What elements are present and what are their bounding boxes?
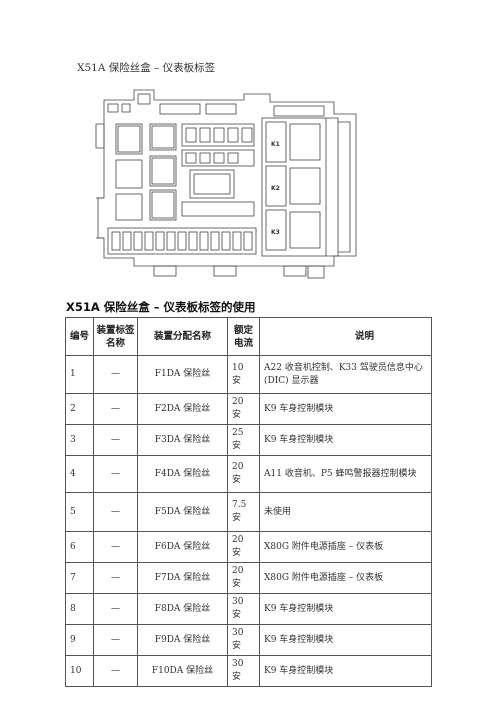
cell-rated: 20 安: [227, 562, 260, 594]
cell-label: —: [93, 655, 138, 687]
relay-k1-label: K1: [271, 141, 280, 148]
cell-rated: 30 安: [227, 593, 260, 625]
table-row: 6 — F6DA 保险丝 20 安 X80G 附件电源插座 – 仪表板: [65, 531, 432, 563]
table-row: 10 — F10DA 保险丝 30 安 K9 车身控制模块: [65, 655, 432, 687]
cell-description: A11 收音机、P5 蜂鸣警报器控制模块: [259, 455, 432, 493]
header-label: 装置标签名称: [93, 317, 138, 356]
cell-rated: 25 安: [227, 424, 260, 456]
cell-number: 2: [65, 393, 94, 425]
table-row: 4 — F4DA 保险丝 20 安 A11 收音机、P5 蜂鸣警报器控制模块: [65, 455, 432, 493]
cell-description: K9 车身控制模块: [259, 593, 432, 625]
cell-label: —: [93, 624, 138, 656]
cell-number: 7: [65, 562, 94, 594]
cell-description: K9 车身控制模块: [259, 424, 432, 456]
cell-number: 3: [65, 424, 94, 456]
fuse-box-diagram: K1 K2 K3: [95, 89, 357, 279]
cell-device: F8DA 保险丝: [137, 593, 228, 625]
table-row: 5 — F5DA 保险丝 7.5 安 未使用: [65, 492, 432, 532]
cell-description: K9 车身控制模块: [259, 393, 432, 425]
cell-number: 1: [65, 355, 94, 394]
cell-device: F1DA 保险丝: [137, 355, 228, 394]
cell-device: F2DA 保险丝: [137, 393, 228, 425]
cell-label: —: [93, 455, 138, 493]
header-rated: 额定电流: [227, 317, 260, 356]
cell-description: 未使用: [259, 492, 432, 532]
cell-description: X80G 附件电源插座 – 仪表板: [259, 531, 432, 563]
cell-device: F3DA 保险丝: [137, 424, 228, 456]
cell-label: —: [93, 562, 138, 594]
header-description: 说明: [259, 317, 432, 356]
cell-device: F10DA 保险丝: [137, 655, 228, 687]
cell-number: 6: [65, 531, 94, 563]
cell-device: F7DA 保险丝: [137, 562, 228, 594]
relay-k2-label: K2: [271, 185, 280, 192]
table-header-row: 编号 装置标签名称 装置分配名称 额定电流 说明: [65, 317, 432, 356]
cell-number: 8: [65, 593, 94, 625]
header-device: 装置分配名称: [137, 317, 228, 356]
fuse-usage-table: 编号 装置标签名称 装置分配名称 额定电流 说明 1 — F1DA 保险丝 10…: [65, 317, 432, 687]
cell-label: —: [93, 492, 138, 532]
cell-device: F6DA 保险丝: [137, 531, 228, 563]
cell-rated: 20 安: [227, 455, 260, 493]
relay-k3-label: K3: [271, 229, 280, 236]
table-row: 8 — F8DA 保险丝 30 安 K9 车身控制模块: [65, 593, 432, 625]
cell-label: —: [93, 424, 138, 456]
table-row: 1 — F1DA 保险丝 10 安 A22 收音机控制、K33 驾驶员信息中心 …: [65, 355, 432, 394]
cell-rated: 7.5 安: [227, 492, 260, 532]
cell-description: K9 车身控制模块: [259, 655, 432, 687]
cell-label: —: [93, 593, 138, 625]
cell-label: —: [93, 531, 138, 563]
cell-rated: 20 安: [227, 531, 260, 563]
cell-device: F4DA 保险丝: [137, 455, 228, 493]
cell-rated: 10 安: [227, 355, 260, 394]
cell-number: 4: [65, 455, 94, 493]
table-row: 7 — F7DA 保险丝 20 安 X80G 附件电源插座 – 仪表板: [65, 562, 432, 594]
cell-label: —: [93, 393, 138, 425]
cell-rated: 20 安: [227, 393, 260, 425]
table-title: X51A 保险丝盒 – 仪表板标签的使用: [66, 300, 256, 314]
cell-device: F5DA 保险丝: [137, 492, 228, 532]
table-body: 1 — F1DA 保险丝 10 安 A22 收音机控制、K33 驾驶员信息中心 …: [65, 355, 432, 687]
cell-label: —: [93, 355, 138, 394]
cell-rated: 30 安: [227, 624, 260, 656]
cell-number: 9: [65, 624, 94, 656]
cell-description: X80G 附件电源插座 – 仪表板: [259, 562, 432, 594]
cell-number: 5: [65, 492, 94, 532]
cell-number: 10: [65, 655, 94, 687]
diagram-caption: X51A 保险丝盒 – 仪表板标签: [77, 62, 216, 74]
header-number: 编号: [65, 317, 94, 356]
table-row: 3 — F3DA 保险丝 25 安 K9 车身控制模块: [65, 424, 432, 456]
cell-description: A22 收音机控制、K33 驾驶员信息中心 (DIC) 显示器: [259, 355, 432, 394]
cell-rated: 30 安: [227, 655, 260, 687]
table-row: 9 — F9DA 保险丝 30 安 K9 车身控制模块: [65, 624, 432, 656]
cell-device: F9DA 保险丝: [137, 624, 228, 656]
cell-description: K9 车身控制模块: [259, 624, 432, 656]
table-row: 2 — F2DA 保险丝 20 安 K9 车身控制模块: [65, 393, 432, 425]
